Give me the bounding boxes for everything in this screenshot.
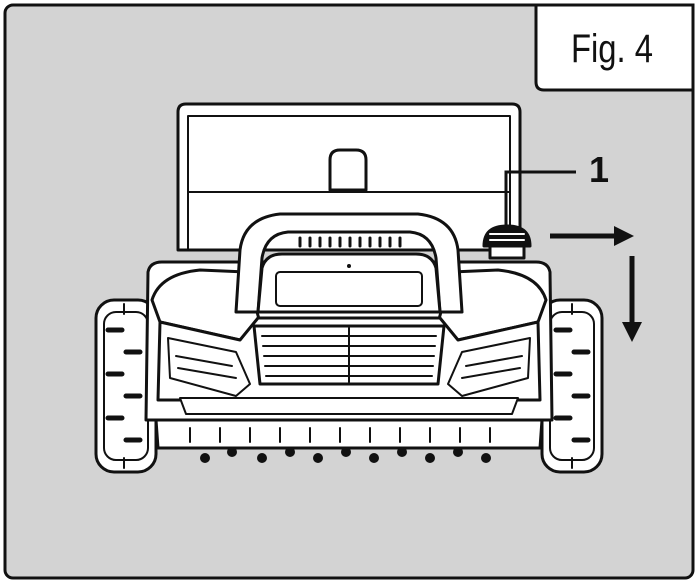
rear-handle [328, 148, 368, 192]
deck-slots [189, 427, 491, 443]
callout-number-1: 1 [588, 149, 610, 190]
direction-arrow-down [622, 256, 642, 342]
cutting-deck [154, 418, 544, 450]
front-bumper [179, 397, 519, 415]
figure-label: Fig. 4 [570, 26, 654, 71]
deck-pegs [200, 447, 491, 463]
grille-slats [261, 327, 437, 383]
figure-label-box [534, 3, 695, 92]
mower-illustration [94, 102, 604, 474]
right-wheel [540, 298, 604, 474]
console-top [275, 271, 423, 307]
cap-knob [482, 224, 532, 260]
handle-grip [298, 236, 402, 248]
direction-arrow-right [550, 226, 634, 246]
callout-leader [504, 170, 576, 226]
left-wheel [94, 298, 158, 474]
rear-body-inner [187, 115, 511, 251]
left-headlight [167, 337, 251, 397]
right-headlight [447, 337, 531, 397]
